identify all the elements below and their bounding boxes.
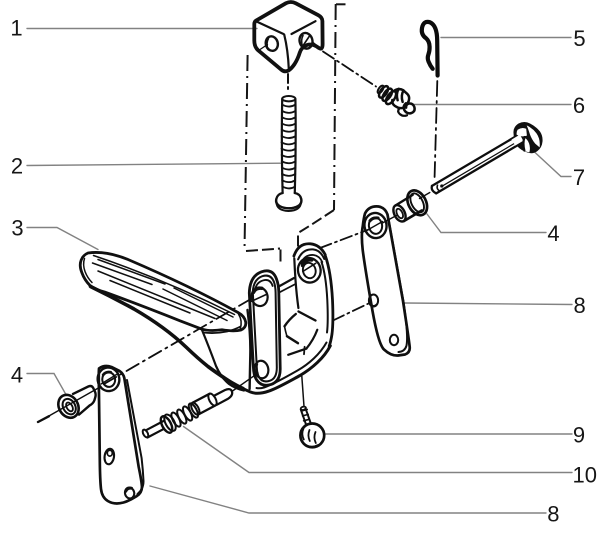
svg-text:4: 4 (547, 221, 559, 246)
svg-text:7: 7 (573, 165, 585, 190)
svg-text:8: 8 (573, 293, 585, 318)
svg-text:4: 4 (11, 363, 23, 388)
svg-text:3: 3 (11, 216, 23, 241)
svg-text:6: 6 (573, 93, 585, 118)
svg-text:5: 5 (573, 26, 585, 51)
svg-text:2: 2 (11, 154, 23, 179)
svg-text:8: 8 (547, 501, 559, 526)
svg-text:1: 1 (10, 16, 22, 41)
svg-text:10: 10 (573, 463, 597, 488)
svg-text:9: 9 (573, 422, 585, 447)
